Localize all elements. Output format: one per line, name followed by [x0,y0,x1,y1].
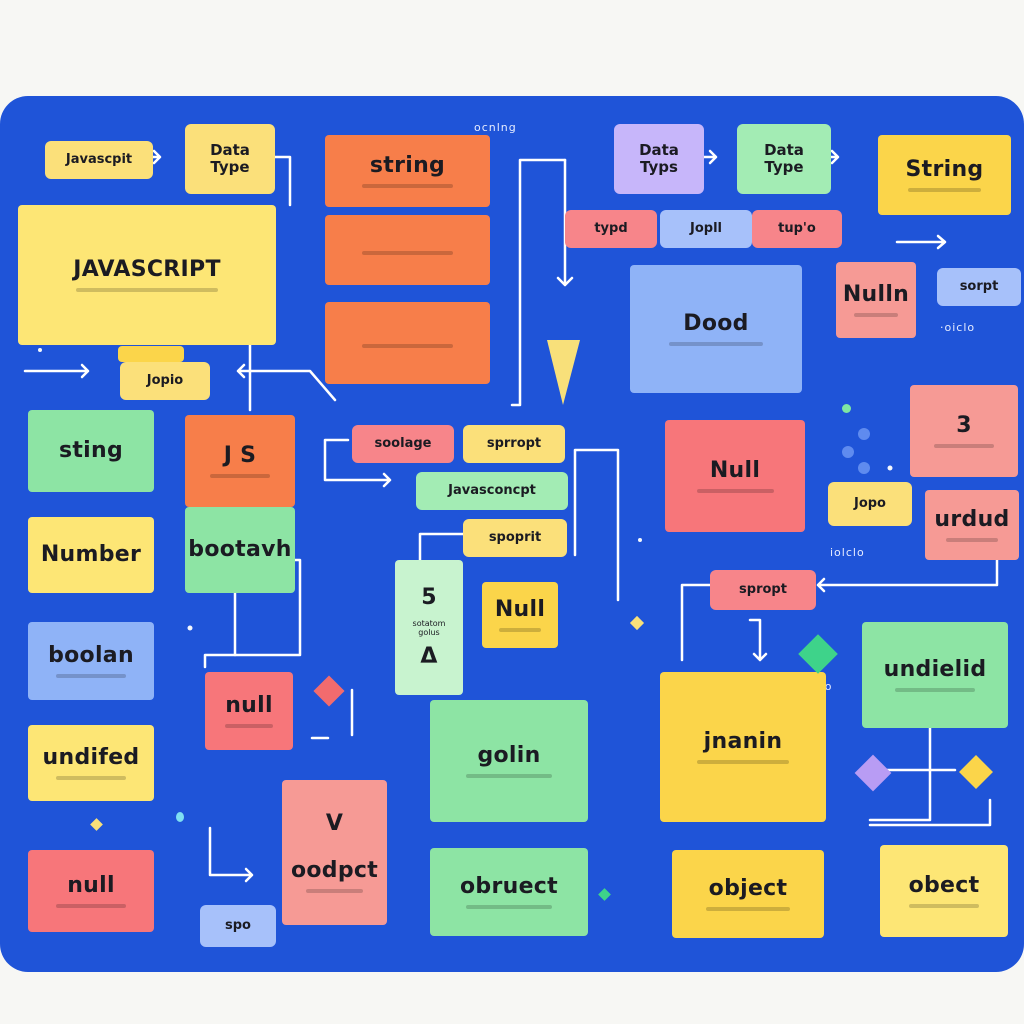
block-obruect[interactable]: obruect [420,840,588,936]
tag-tupo[interactable]: tup'o [752,210,842,248]
block-five-label: 5 [421,585,437,611]
tag-spoprit[interactable]: spoprit [463,519,567,557]
tag-spo[interactable]: spo [200,905,276,947]
right-caption-b: iolclo [830,546,865,559]
node-dot-icon [842,446,854,458]
tag-data-type-3[interactable]: Data Type [737,124,831,194]
block-js-label: J S [223,442,257,468]
tag-data-type-2[interactable]: Data Typs [614,124,704,194]
block-obect-label: obect [908,872,980,898]
tag-sorpt[interactable]: sorpt [937,268,1021,306]
block-object-label: object [708,875,788,901]
block-three-label: 3 [956,412,972,438]
block-null-mid[interactable]: Null [655,412,805,532]
block-string-stack-3[interactable] [315,294,490,384]
block-undifed-label: undifed [42,744,140,770]
block-null-bottom[interactable]: null [18,842,154,932]
block-bootavh-label: bootavh [188,536,292,562]
block-null-yellow[interactable]: Null [472,574,558,648]
block-boolan[interactable]: boolan [18,614,154,700]
block-obect[interactable]: obect [870,837,1008,937]
block-number[interactable]: Number [18,509,154,593]
block-object[interactable]: object [662,842,824,938]
tag-soolage[interactable]: soolage [352,425,454,463]
block-jnanin-label: jnanin [703,728,783,754]
block-nulln-label: Nulln [842,281,910,307]
block-five-sub: sotatom golus [412,618,446,637]
right-caption-a: ·oiclo [940,321,976,334]
block-oodpct-label: oodpct [290,857,379,883]
block-boolan-label: boolan [48,642,134,668]
node-dot-icon [858,462,870,474]
block-javascript-stem [108,338,184,362]
block-urdud[interactable]: urdud [915,482,1019,560]
block-urdud-label: urdud [934,506,1010,532]
block-null-yellow-label: Null [494,596,546,622]
tag-data-type-1[interactable]: Data Type [185,124,275,194]
block-three[interactable]: 3 [900,377,1018,477]
block-five[interactable]: 5 sotatom golus Δ [385,552,463,695]
block-string-top-label: string [369,152,446,178]
tag-javascript-small[interactable]: Javasconcpt [416,472,568,510]
tag-jopo[interactable]: Jopo [828,482,912,526]
block-dood-label: Dood [683,310,749,336]
block-jnanin[interactable]: jnanin [650,664,826,822]
block-golin-label: golin [477,742,541,768]
tag-javascript[interactable]: Javascpit [45,141,153,179]
block-dood[interactable]: Dood [620,257,802,393]
block-number-label: Number [40,541,142,567]
block-bootavh[interactable]: bootavh [175,499,295,593]
node-dot-icon [858,428,870,440]
block-string-right[interactable]: String [868,127,1011,215]
tag-typd[interactable]: typd [565,210,657,248]
top-caption: ocnlng [474,121,517,134]
block-javascript[interactable]: JAVASCRIPT [8,197,276,345]
block-null-mid-label: Null [709,457,761,483]
block-golin[interactable]: golin [420,692,588,822]
block-string-left[interactable]: sting [18,402,154,492]
block-obruect-label: obruect [460,873,558,899]
block-string-stack-2[interactable] [315,207,490,285]
block-js[interactable]: J S [175,407,295,507]
block-javascript-label: JAVASCRIPT [73,256,221,282]
tag-sprropt[interactable]: sprropt [463,425,565,463]
block-string-right-label: String [905,156,984,182]
block-null-bottom-label: null [67,872,115,898]
block-oodpct[interactable]: V oodpct [272,772,387,925]
block-undielid-label: undielid [883,656,987,682]
tag-jopio[interactable]: Jopio [120,362,210,400]
block-undifed[interactable]: undifed [18,717,154,801]
dot-green-icon [842,404,851,413]
block-nulln[interactable]: Nulln [826,254,916,338]
block-undielid[interactable]: undielid [852,614,1008,728]
block-v-label: V [325,811,344,837]
tag-jopll[interactable]: Jopll [660,210,752,248]
block-null-red[interactable]: null [195,664,293,750]
block-string-top[interactable]: string [315,127,490,207]
droplet-icon [176,812,184,822]
block-null-red-label: null [225,692,273,718]
block-delta-label: Δ [420,643,438,669]
tag-spropt-right[interactable]: spropt [710,570,816,610]
block-string-left-label: sting [58,437,124,463]
